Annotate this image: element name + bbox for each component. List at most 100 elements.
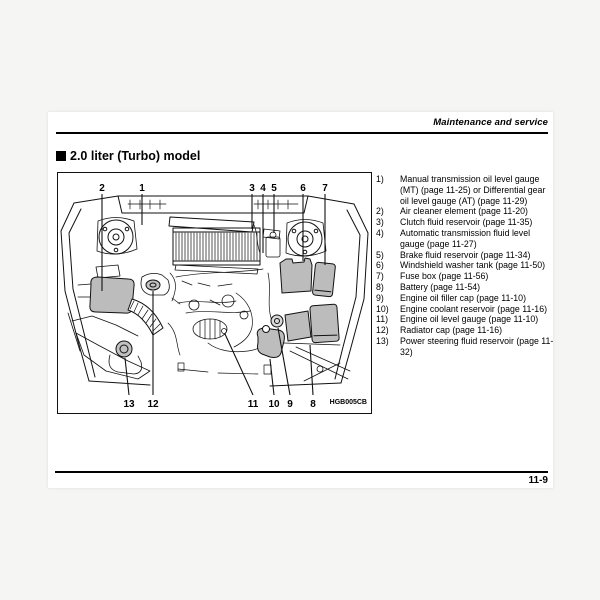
legend-item-number: 2) (376, 206, 384, 217)
callout-leader-lines (101, 194, 326, 396)
engine-detail-lines (171, 280, 259, 375)
legend-item-number: 1) (376, 174, 384, 184)
callout-11: 11 (248, 399, 259, 410)
oil-level-gauge (221, 328, 227, 334)
legend-item-number: 3) (376, 217, 384, 228)
fuse-box (279, 257, 313, 294)
hood-top-edge (73, 195, 355, 205)
legend-item-text: Engine oil level gauge (page 11-10) (400, 314, 539, 325)
power-steering-reservoir (108, 354, 143, 375)
intercooler-top-cover (168, 216, 255, 233)
callout-2: 2 (99, 183, 105, 194)
coolant-reservoir (256, 327, 285, 358)
frame-rails (289, 346, 351, 382)
legend-item: 11) Engine oil level gauge (page 11-10) (376, 314, 556, 325)
callout-8: 8 (310, 399, 316, 410)
legend-item: 10) Engine coolant reservoir (page 11-16) (376, 304, 556, 315)
legend-item: 4) Automatic transmission fluid level gau… (376, 228, 556, 250)
legend-item: 13)Power steering fluid reservoir (page … (376, 336, 556, 358)
legend-item-number: 4) (376, 227, 384, 238)
callout-12: 12 (147, 399, 159, 410)
callout-10: 10 (268, 399, 280, 410)
left-strut-tower (98, 219, 134, 255)
cowl-vents (127, 199, 299, 210)
intake-duct (127, 298, 164, 336)
intake-resonator (95, 264, 121, 279)
legend-item-number: 8) (376, 281, 384, 292)
air-cleaner-box (89, 276, 135, 314)
legend-item-text: Automatic transmission fluid level gauge… (400, 227, 531, 249)
brake-fluid-reservoir (265, 236, 281, 258)
left-fender-outer (60, 202, 90, 382)
legend-item-text: Battery (page 11-54) (400, 281, 481, 292)
lower-body-edge (88, 380, 342, 387)
legend-item: 6) Windshield washer tank (page 11-50) (376, 260, 556, 271)
legend-item-number: 11) (376, 314, 389, 325)
engine-hoses (167, 268, 273, 356)
legend-item-number: 12) (376, 325, 389, 336)
callout-5: 5 (271, 183, 277, 194)
radiator-cap (145, 279, 161, 291)
intercooler-lower-shroud (174, 264, 259, 275)
callout-9: 9 (287, 399, 293, 410)
battery-side-box (284, 310, 312, 342)
legend-item-number: 7) (376, 271, 384, 282)
square-bullet-icon (56, 151, 66, 161)
legend-item: 1) Manual transmission oil level gauge (M… (376, 174, 556, 206)
running-header: Maintenance and service (433, 117, 548, 128)
callout-7: 7 (322, 183, 328, 194)
legend-item: 3) Clutch fluid reservoir (page 11-35) (376, 217, 556, 228)
legend-item-number: 9) (376, 292, 384, 303)
footer-rule (55, 471, 548, 473)
header-rule (56, 132, 548, 134)
right-fender-outer (340, 203, 369, 384)
callout-4: 4 (260, 183, 266, 194)
battery-tray (283, 342, 341, 346)
legend-list: 1) Manual transmission oil level gauge (M… (376, 174, 556, 358)
left-fender-inner (68, 208, 96, 378)
washer-area-line (71, 315, 139, 337)
legend-item: 7) Fuse box (page 11-56) (376, 271, 556, 282)
callout-3: 3 (249, 183, 255, 194)
section-title-label: 2.0 liter (Turbo) model (70, 149, 201, 163)
callout-numbers: 2 1 3 4 5 6 7 13 12 11 10 9 8 (99, 183, 328, 410)
manual-page: Maintenance and service 2.0 liter (Turbo… (48, 112, 553, 488)
legend-item-text: Radiator cap (page 11-16) (400, 325, 503, 336)
power-steering-cap (115, 340, 133, 358)
legend-item: 8) Battery (page 11-54) (376, 282, 556, 293)
engine-bay-illustration: 2 1 3 4 5 6 7 13 12 11 10 9 8 HGB005CB (60, 183, 369, 410)
callout-13: 13 (123, 399, 135, 410)
intercooler (172, 227, 261, 266)
oil-filler-cap (270, 314, 284, 328)
legend-item-text: Air cleaner element (page 11-20) (400, 206, 528, 217)
legend-item-text: Power steering fluid reservoir (page 11-… (400, 335, 554, 357)
figure-code: HGB005CB (330, 399, 367, 406)
right-strut-tower (287, 221, 323, 257)
legend-item-text: Engine coolant reservoir (page 11-16) (400, 303, 548, 314)
legend-item-text: Engine oil filler cap (page 11-10) (400, 292, 526, 303)
legend-item-number: 10) (376, 303, 389, 314)
legend-item: 9) Engine oil filler cap (page 11-10) (376, 293, 556, 304)
legend-item-text: Fuse box (page 11-56) (400, 271, 489, 282)
legend-item-text: Windshield washer tank (page 11-50) (400, 260, 546, 271)
cowl-panel (117, 195, 309, 214)
engine-bay-diagram: 2 1 3 4 5 6 7 13 12 11 10 9 8 HGB005CB (57, 172, 372, 414)
legend-item-number: 5) (376, 249, 384, 260)
section-title: 2.0 liter (Turbo) model (56, 149, 200, 163)
legend-item-text: Manual transmission oil level gauge (MT)… (400, 174, 546, 206)
relay-box (312, 261, 336, 298)
left-strut-plate (96, 217, 138, 255)
callout-6: 6 (300, 183, 306, 194)
legend-item-text: Brake fluid reservoir (page 11-34) (400, 249, 531, 260)
right-fender-inner (334, 209, 361, 380)
intake-duct-ribs (129, 300, 161, 332)
legend-item-text: Clutch fluid reservoir (page 11-35) (400, 217, 533, 228)
legend-item: 12) Radiator cap (page 11-16) (376, 325, 556, 336)
legend-item-number: 6) (376, 260, 384, 271)
legend-item: 2) Air cleaner element (page 11-20) (376, 206, 556, 217)
washer-tank-outline (75, 332, 151, 380)
air-inlet-snout (77, 283, 92, 298)
right-strut-plate (285, 219, 327, 257)
intercooler-fins (175, 232, 258, 261)
page-number: 11-9 (528, 475, 548, 486)
